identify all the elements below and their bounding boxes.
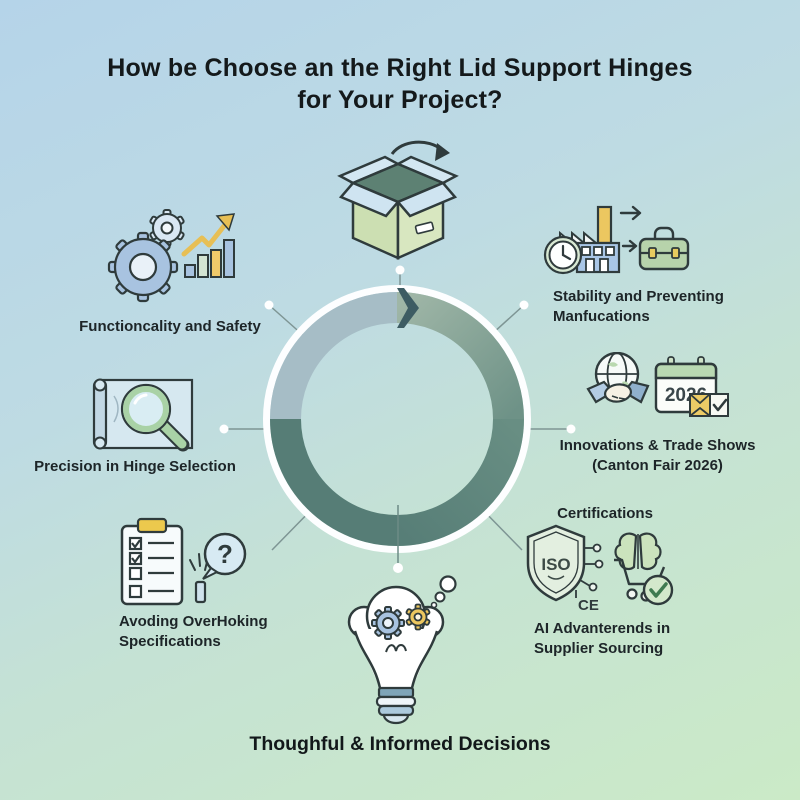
- label-functionality: Functioncality and Safety: [79, 318, 261, 335]
- ring-segment-top-left: [270, 292, 398, 420]
- ring-segment-bottom-right: [396, 418, 524, 546]
- label-certifications-heading: Certifications: [557, 505, 653, 522]
- clock-factory-briefcase-icon: [543, 203, 693, 275]
- cycle-arrow-icon: [397, 288, 419, 328]
- arrow-right-icon: [619, 205, 642, 221]
- circuit-nodes: [575, 543, 604, 598]
- gears-chart-icon: [105, 200, 245, 315]
- label-precision: Precision in Hinge Selection: [34, 458, 236, 475]
- clipboard-clip: [136, 517, 168, 534]
- big-gear-icon: [107, 231, 179, 303]
- page-title-line2: for Your Project?: [297, 86, 503, 114]
- label-avoiding: Avoding OverHoking Specifications: [119, 613, 268, 651]
- chimney: [596, 205, 613, 245]
- label-bottom-decisions: Thoughful & Informed Decisions: [249, 733, 551, 755]
- question-bubble-icon: [203, 532, 247, 576]
- label-stability: Stability and Preventing Manfucations: [553, 288, 724, 326]
- checklist-question-icon: ?: [118, 516, 250, 608]
- magnifier-lens: [120, 383, 172, 435]
- check-circle-icon: [642, 574, 674, 606]
- iso-shield: [526, 524, 586, 602]
- ring-segment-top-right: [396, 292, 524, 420]
- arrow-right-icon: [621, 239, 638, 253]
- growth-arrow-icon: [181, 223, 227, 257]
- spoke-dots: [219, 265, 576, 573]
- filament: [385, 644, 407, 653]
- globe-handshake-calendar-icon: 2026: [586, 352, 732, 422]
- iso-text: ISO: [541, 555, 570, 574]
- ring-white-rim: [263, 285, 531, 553]
- bar-chart-icon: [184, 239, 235, 278]
- open-box-icon: [336, 136, 462, 266]
- blue-gear-icon: [371, 606, 405, 640]
- svg-text:?: ?: [217, 539, 233, 569]
- lightbulb-gears-icon: [342, 574, 458, 726]
- yellow-gear-icon: [405, 603, 431, 631]
- ring-segment-bottom-left: [270, 418, 398, 546]
- ce-text: CE: [578, 597, 599, 612]
- blueprint-magnifier-icon: [90, 374, 198, 456]
- thought-bubble: [439, 575, 457, 593]
- checklist-rows: [128, 536, 174, 599]
- label-ai-sourcing: AI Advanterends in Supplier Sourcing: [534, 620, 671, 658]
- iso-shield-brain-cart-icon: ISO CE: [526, 520, 678, 612]
- page-title-line1: How be Choose an the Right Lid Support H…: [107, 54, 693, 82]
- bulb-base: [377, 686, 415, 699]
- rotate-arrow-icon: [390, 140, 443, 155]
- page-title: How be Choose an the Right Lid Support H…: [0, 52, 800, 116]
- label-innovations: Innovations & Trade Shows (Canton Fair 2…: [559, 437, 756, 475]
- pen-icon: [194, 580, 207, 604]
